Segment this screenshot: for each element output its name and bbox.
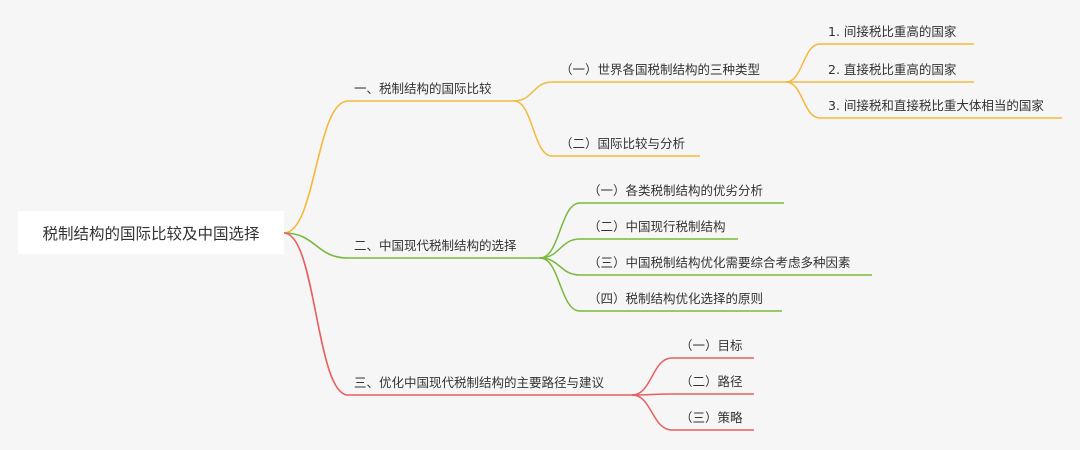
- branch-2-child-2-node[interactable]: （二）中国现行税制结构: [588, 219, 726, 235]
- type-node-2[interactable]: 2. 直接税比重高的国家: [828, 62, 956, 78]
- branch-1-child-1-node[interactable]: （一）世界各国税制结构的三种类型: [560, 62, 760, 78]
- branch-2-label: 二、中国现代税制结构的选择: [354, 238, 517, 253]
- branch-1-child-1-label: （一）世界各国税制结构的三种类型: [560, 62, 761, 77]
- branch-3-child-3-label: （三）策略: [680, 410, 743, 425]
- connector-branch-3-child-1: [631, 357, 673, 396]
- branch-2-child-2-label: （二）中国现行税制结构: [588, 219, 726, 234]
- branch-2-child-4-label: （四）税制结构优化选择的原则: [588, 291, 764, 306]
- connector-root-branch-2: [283, 232, 349, 259]
- branch-3-child-1-label: （一）目标: [680, 338, 743, 353]
- type-node-1[interactable]: 1. 间接税比重高的国家: [828, 24, 956, 40]
- branch-1-label: 一、税制结构的国际比较: [354, 81, 492, 96]
- type-node-3-label: 3. 间接税和直接税比重大体相当的国家: [828, 98, 1044, 113]
- root-node[interactable]: 税制结构的国际比较及中国选择: [18, 211, 284, 254]
- type-node-1-label: 1. 间接税比重高的国家: [828, 24, 957, 39]
- connector-branch-2-child-1: [539, 202, 581, 259]
- branch-2-child-1-node[interactable]: （一）各类税制结构的优劣分析: [588, 183, 763, 199]
- type-node-3[interactable]: 3. 间接税和直接税比重大体相当的国家: [828, 98, 1044, 114]
- branch-3-node[interactable]: 三、优化中国现代税制结构的主要路径与建议: [354, 375, 604, 391]
- branch-1-child-2-label: （二）国际比较与分析: [560, 136, 686, 151]
- connector-branch-3-child-3: [631, 394, 673, 431]
- connector-branch-1-child-1: [513, 81, 553, 102]
- type-node-2-label: 2. 直接税比重高的国家: [828, 62, 957, 77]
- connector-root-branch-1: [283, 100, 349, 234]
- connector-branch-2-child-4: [539, 257, 581, 312]
- branch-3-label: 三、优化中国现代税制结构的主要路径与建议: [354, 375, 605, 390]
- branch-3-child-2-node[interactable]: （二）路径: [680, 374, 743, 390]
- branch-2-child-3-node[interactable]: （三）中国税制结构优化需要综合考虑多种因素: [588, 255, 851, 271]
- connector-root-branch-3: [283, 232, 349, 396]
- branch-3-child-3-node[interactable]: （三）策略: [680, 410, 743, 426]
- branch-2-child-4-node[interactable]: （四）税制结构优化选择的原则: [588, 291, 763, 307]
- connector-type-1: [785, 43, 821, 83]
- root-node-label: 税制结构的国际比较及中国选择: [42, 224, 260, 243]
- branch-2-node[interactable]: 二、中国现代税制结构的选择: [354, 238, 517, 254]
- branch-3-child-1-node[interactable]: （一）目标: [680, 338, 743, 354]
- branch-2-child-3-label: （三）中国税制结构优化需要综合考虑多种因素: [588, 255, 851, 270]
- branch-1-child-2-node[interactable]: （二）国际比较与分析: [560, 136, 685, 152]
- branch-2-child-1-label: （一）各类税制结构的优劣分析: [588, 183, 764, 198]
- branch-3-child-2-label: （二）路径: [680, 374, 743, 389]
- connector-type-3: [785, 81, 821, 119]
- connector-branch-1-child-2: [513, 100, 553, 157]
- connector-branch-2-child-2: [539, 238, 581, 259]
- branch-1-node[interactable]: 一、税制结构的国际比较: [354, 81, 492, 97]
